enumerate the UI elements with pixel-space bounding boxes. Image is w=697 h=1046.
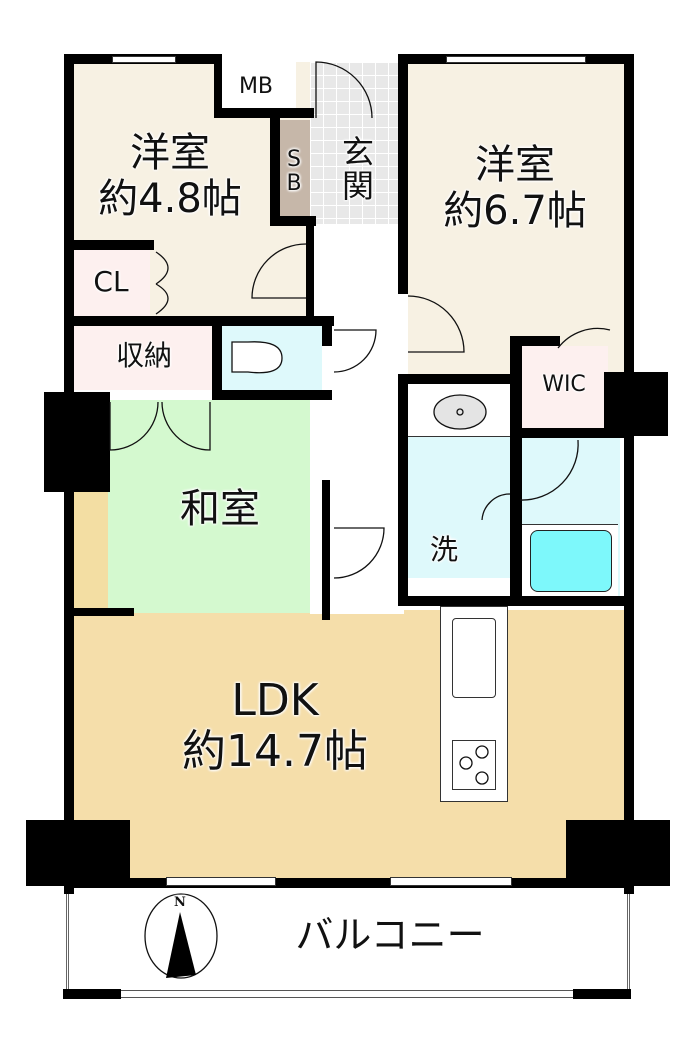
wall	[64, 316, 334, 326]
wall	[64, 878, 632, 888]
window	[166, 877, 276, 886]
wall	[212, 320, 222, 398]
room-name: 洋室	[475, 142, 555, 188]
room-size: 約6.7帖	[443, 188, 587, 234]
wall	[322, 316, 332, 346]
window	[390, 877, 512, 886]
balcony-label: バルコニー	[295, 913, 485, 957]
shoe-box-label: SB	[286, 147, 302, 197]
bathtub	[530, 530, 612, 592]
room-size: 約4.8帖	[98, 176, 242, 222]
meter-box	[218, 62, 296, 112]
wall	[270, 216, 316, 226]
room-name: 洋室	[130, 130, 210, 176]
western-room-2-label: 洋室 約6.7帖	[420, 142, 610, 234]
wall	[212, 390, 332, 400]
wall	[398, 54, 408, 294]
column	[566, 820, 670, 886]
closet	[72, 250, 150, 316]
column	[604, 372, 668, 436]
column	[44, 392, 110, 492]
wall	[398, 374, 518, 384]
stove	[452, 740, 496, 790]
ldk-label: LDK 約14.7帖	[150, 675, 400, 777]
wall	[624, 54, 634, 894]
shoe-box	[278, 120, 310, 222]
balcony-post-right	[573, 989, 631, 999]
wall	[510, 428, 624, 438]
ldk-room	[72, 610, 624, 880]
column	[26, 820, 130, 886]
balcony-post-left	[63, 989, 121, 999]
western-room-1-label: 洋室 約4.8帖	[80, 130, 260, 222]
door-swing	[315, 61, 373, 119]
kitchen-sink	[452, 618, 496, 698]
storage-label: 収納	[115, 339, 172, 372]
wall	[510, 336, 522, 606]
storage-room	[72, 326, 214, 390]
window	[446, 56, 586, 63]
wic-label: WIC	[542, 372, 586, 397]
washer-label: 洗	[429, 533, 458, 566]
wall	[398, 374, 408, 604]
window	[112, 56, 176, 63]
wall	[270, 108, 280, 226]
closet-label: CL	[93, 265, 129, 298]
entrance-area	[310, 62, 400, 224]
wall	[64, 240, 154, 250]
balcony-area	[66, 886, 630, 996]
wall	[306, 216, 314, 316]
compass-north-label: N	[174, 895, 186, 910]
wall	[322, 480, 330, 620]
walk-in-closet	[520, 346, 608, 430]
wall	[214, 54, 222, 114]
meter-box-label: MB	[238, 74, 274, 99]
wall	[510, 336, 560, 346]
japanese-room-label: 和室	[180, 486, 260, 532]
western-room-2	[408, 62, 624, 374]
wall	[214, 108, 314, 118]
wall	[74, 608, 134, 616]
entrance-label: 玄関	[341, 133, 374, 205]
wall	[398, 596, 634, 606]
tatami-edge	[72, 490, 109, 615]
room-name: LDK	[231, 675, 319, 726]
room-size: 約14.7帖	[182, 725, 368, 777]
